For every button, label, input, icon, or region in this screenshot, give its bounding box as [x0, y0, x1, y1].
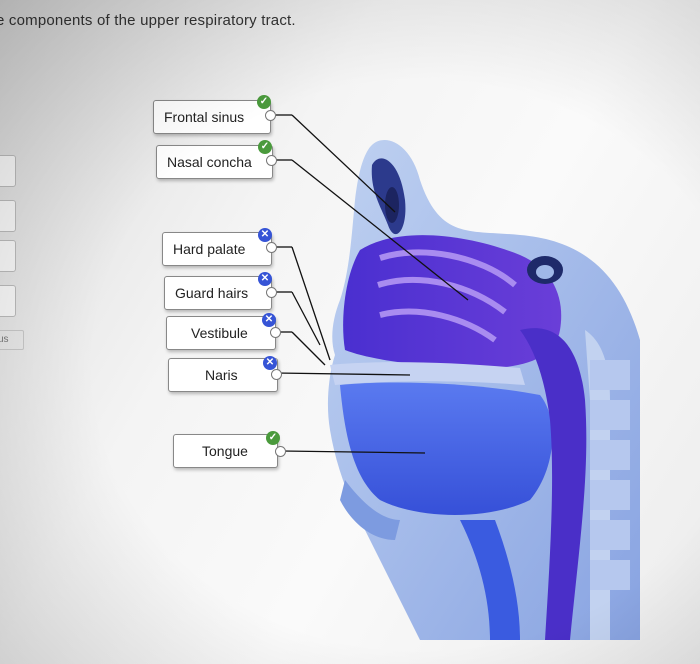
x-icon: ✕: [263, 356, 277, 370]
label-text: Frontal sinus: [164, 109, 245, 125]
side-label-box: [0, 330, 24, 350]
check-icon: ✓: [258, 140, 272, 154]
connector-handle[interactable]: [275, 446, 286, 457]
x-icon: ✕: [258, 272, 272, 286]
connector-handle[interactable]: [265, 110, 276, 121]
x-icon: ✕: [262, 313, 276, 327]
side-drop-slot[interactable]: [0, 285, 16, 317]
question-text: e components of the upper respiratory tr…: [0, 12, 296, 29]
connector-handle[interactable]: [266, 155, 277, 166]
label-vestibule[interactable]: Vestibule: [166, 316, 276, 350]
check-icon: ✓: [257, 95, 271, 109]
side-label: us: [0, 334, 9, 345]
label-text: Vestibule: [191, 325, 248, 341]
connector-handle[interactable]: [270, 327, 281, 338]
label-tongue[interactable]: Tongue: [173, 434, 278, 468]
connector-handle[interactable]: [271, 369, 282, 380]
side-drop-slot[interactable]: [0, 200, 16, 232]
label-text: Guard hairs: [175, 285, 249, 301]
label-text: Tongue: [202, 443, 248, 459]
label-text: Hard palate: [173, 241, 246, 257]
label-naris[interactable]: Naris: [168, 358, 278, 392]
side-drop-slot[interactable]: [0, 240, 16, 272]
label-text: Naris: [205, 367, 238, 383]
connector-handle[interactable]: [266, 287, 277, 298]
label-frontal-sinus[interactable]: Frontal sinus: [153, 100, 271, 134]
label-hard-palate[interactable]: Hard palate: [162, 232, 272, 266]
x-icon: ✕: [258, 228, 272, 242]
connector-handle[interactable]: [266, 242, 277, 253]
side-drop-slot[interactable]: [0, 155, 16, 187]
label-guard-hairs[interactable]: Guard hairs: [164, 276, 272, 310]
check-icon: ✓: [266, 431, 280, 445]
label-nasal-concha[interactable]: Nasal concha: [156, 145, 273, 179]
label-text: Nasal concha: [167, 154, 252, 170]
